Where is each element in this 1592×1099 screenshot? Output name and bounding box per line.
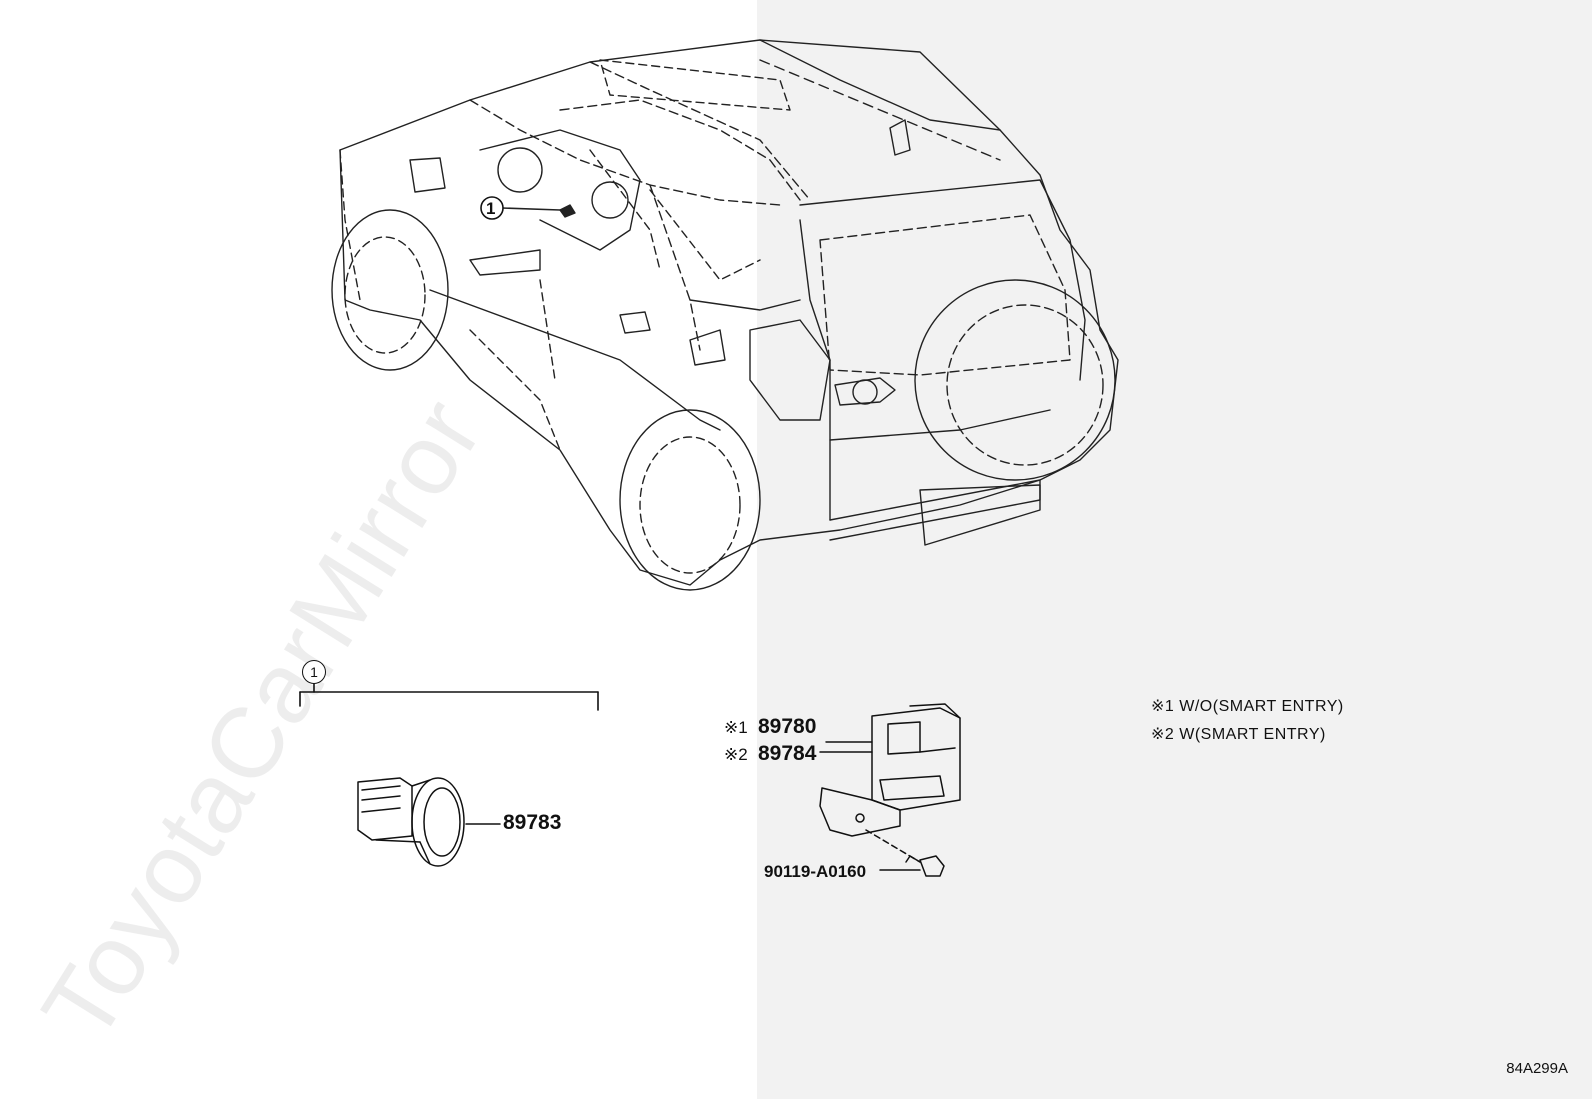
diagram-code: 84A299A	[1506, 1060, 1568, 1077]
vehicle-callout-leader	[501, 204, 576, 218]
background-panel	[757, 0, 1592, 1099]
switch-part-drawing	[357, 777, 501, 867]
part-number-module-b[interactable]: 89784	[758, 742, 817, 765]
module-b-mark: ※2	[724, 745, 748, 764]
group-bracket	[299, 683, 599, 711]
spare-tire	[914, 279, 1116, 481]
rear-hatch	[749, 214, 1071, 421]
dashboard-interior	[409, 59, 911, 366]
rear-wheel	[619, 409, 761, 591]
front-wheel	[331, 209, 449, 371]
part-number-switch[interactable]: 89783	[503, 811, 562, 834]
note-without-smart-entry: ※1 W/O(SMART ENTRY)	[1151, 698, 1344, 715]
part-number-bolt[interactable]: 90119-A0160	[764, 862, 867, 881]
group-callout-one: 1	[302, 660, 326, 684]
vehicle-callout-one: 1	[486, 199, 496, 218]
module-a-mark: ※1	[724, 718, 748, 737]
note-with-smart-entry: ※2 W(SMART ENTRY)	[1151, 726, 1326, 743]
control-module-drawing	[819, 703, 961, 877]
vehicle-callout-circle	[480, 196, 504, 220]
vehicle-body	[339, 39, 1119, 586]
part-number-module-a[interactable]: 89780	[758, 715, 817, 738]
